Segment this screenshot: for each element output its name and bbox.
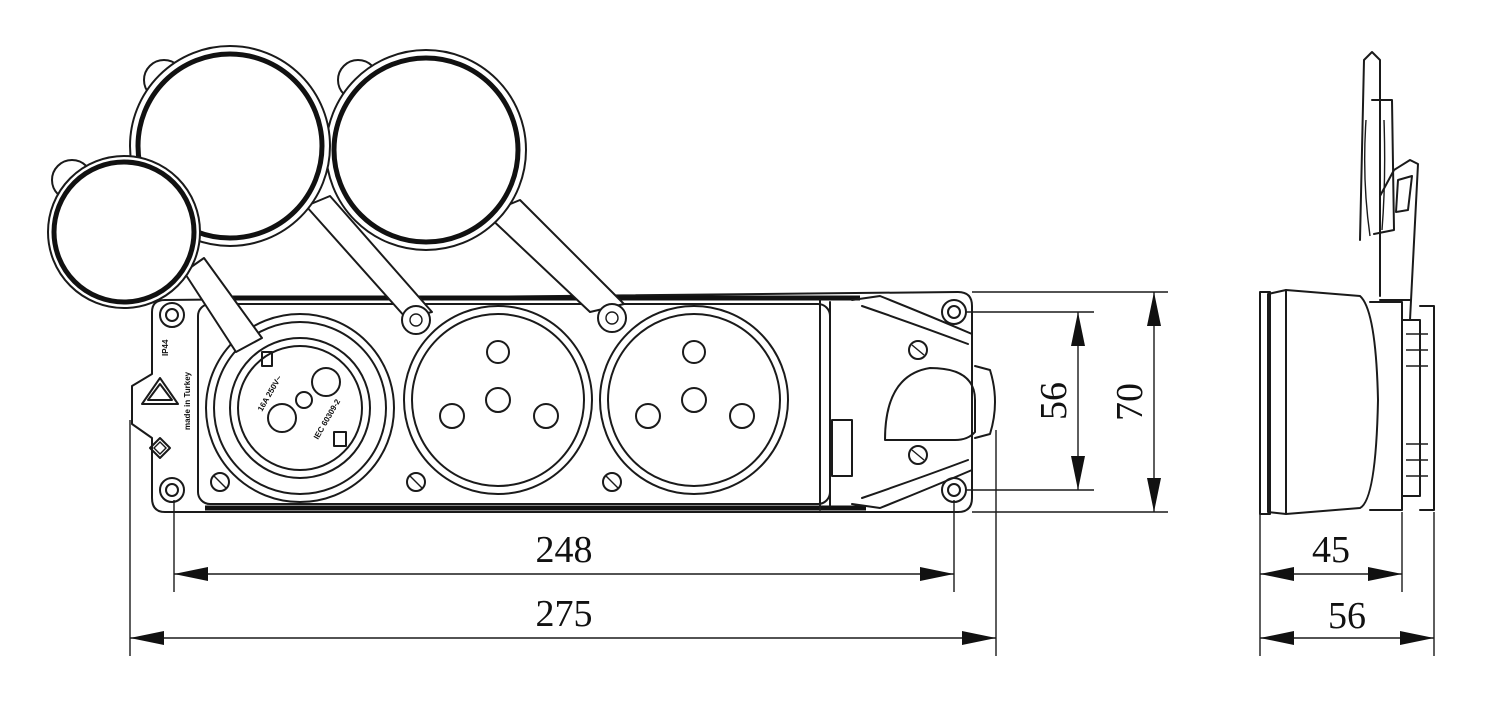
- dim-275-label: 275: [536, 593, 593, 635]
- socket-rating-text: 16A 250V~: [256, 374, 284, 413]
- dimension-lines: [129, 291, 1435, 656]
- dim-56-vertical-label: 56: [1033, 382, 1075, 420]
- ip-rating-label: IP44: [161, 339, 170, 356]
- housing: IP44 made in Turkey: [131, 291, 973, 513]
- side-view: [1259, 51, 1435, 515]
- cover-lids: [47, 45, 627, 353]
- dim-45-side-label: 45: [1312, 529, 1350, 571]
- cable-gland: [851, 295, 996, 509]
- socket-type-e-1: [403, 305, 593, 495]
- dim-70-vertical-label: 70: [1109, 383, 1151, 421]
- dim-248-label: 248: [536, 529, 593, 571]
- dimension-labels: 248 275 56 70 45 56: [536, 382, 1367, 637]
- made-in-label: made in Turkey: [183, 371, 192, 430]
- screws: [210, 472, 622, 492]
- front-view: IP44 made in Turkey: [47, 45, 996, 513]
- socket-type-e-2: [599, 305, 789, 495]
- mounting-holes: [159, 299, 967, 503]
- socket-standard-text: IEC 60309-2: [312, 397, 343, 441]
- dim-56-side-label: 56: [1328, 595, 1366, 637]
